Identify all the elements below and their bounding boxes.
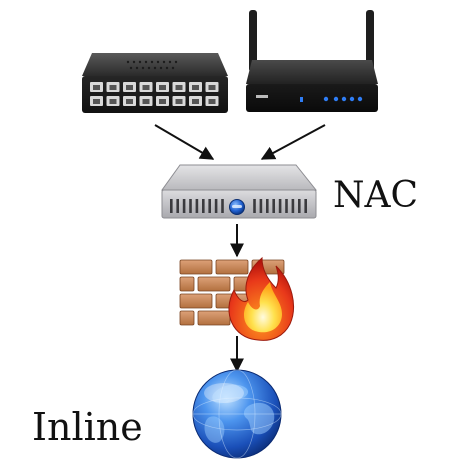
nac-appliance-icon xyxy=(161,164,318,219)
inline-label: Inline xyxy=(32,405,143,449)
brick xyxy=(179,259,213,275)
vent-slot xyxy=(259,199,263,213)
wireless-router-icon xyxy=(246,10,378,112)
vent-slot xyxy=(291,199,295,213)
vent-slot xyxy=(208,199,211,213)
vent-slot xyxy=(266,199,269,213)
vent-slot xyxy=(195,199,199,213)
vent-slot xyxy=(278,199,282,213)
switch-ports xyxy=(90,82,219,106)
vent-slot xyxy=(214,199,218,213)
vent-slot xyxy=(285,199,288,213)
vent-slot xyxy=(221,199,224,213)
network-switch-icon xyxy=(82,53,228,113)
vent-slot xyxy=(298,199,301,213)
vent-slot xyxy=(272,199,275,213)
nac-label: NAC xyxy=(333,175,418,216)
vent-slot xyxy=(170,199,173,213)
vent-slot xyxy=(304,199,307,213)
vent-slot xyxy=(189,199,192,213)
brick xyxy=(179,310,195,326)
arrow-router-to-nac xyxy=(260,124,326,160)
appliance-vents xyxy=(170,199,307,213)
vent-slot xyxy=(176,199,179,213)
firewall-icon xyxy=(179,256,294,341)
brick xyxy=(215,259,249,275)
brick xyxy=(179,276,195,292)
vent-slot xyxy=(253,199,256,213)
brick xyxy=(197,276,231,292)
vent-slot xyxy=(182,199,186,213)
arrow-switch-to-nac xyxy=(154,124,215,160)
vent-slot xyxy=(202,199,205,213)
internet-globe-icon xyxy=(192,369,282,459)
brick xyxy=(179,293,213,309)
